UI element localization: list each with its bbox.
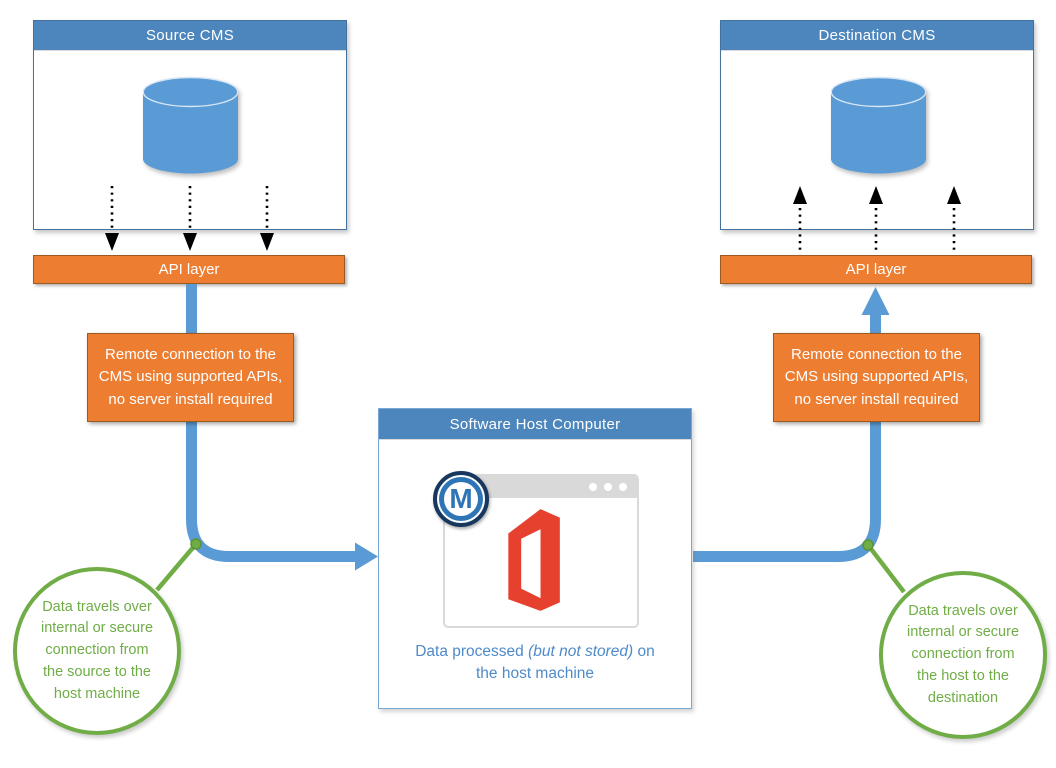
api-layer-label: API layer <box>158 261 220 278</box>
database-cylinder-icon <box>831 76 926 174</box>
source-cms-box: Source CMS <box>33 20 347 230</box>
api-layer-bar-right: API layer <box>720 255 1032 284</box>
destination-cms-title: Destination CMS <box>721 21 1033 50</box>
destination-cms-box: Destination CMS <box>720 20 1034 230</box>
api-layer-label: API layer <box>845 261 907 278</box>
database-cylinder-icon <box>143 76 238 174</box>
source-cms-title: Source CMS <box>34 21 346 50</box>
api-layer-bar-left: API layer <box>33 255 345 284</box>
